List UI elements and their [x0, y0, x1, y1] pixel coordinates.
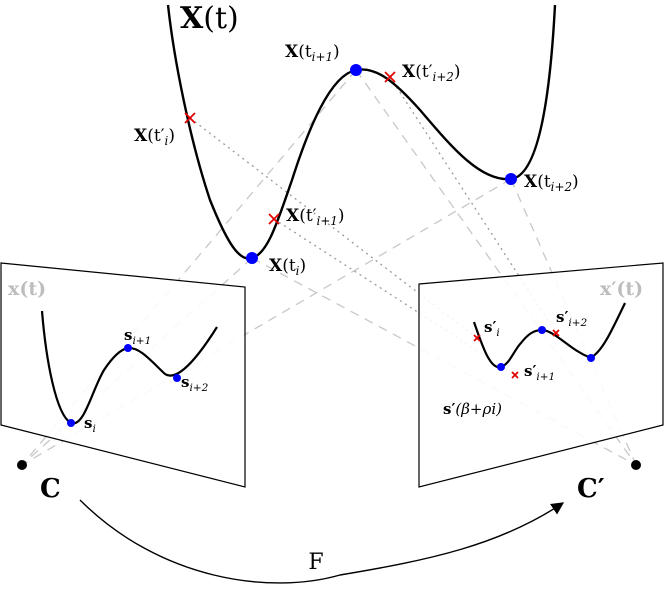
- label-spi1: s′i+1: [524, 362, 556, 383]
- label-xti1: X(ti+1): [285, 42, 340, 65]
- left-image-curve: [40, 310, 218, 425]
- label-xtpi1: X(t′i+1): [286, 206, 345, 229]
- label-si1: si+1: [124, 326, 152, 347]
- label-xtpi2: X(t′i+2): [402, 62, 461, 85]
- transform-label: F: [308, 550, 324, 575]
- cross-xtpi: [184, 112, 196, 124]
- left-image-plane: [0, 262, 246, 488]
- transform-arrow: [79, 499, 565, 584]
- camera-label-left: C: [40, 474, 61, 504]
- point-si2: [173, 374, 181, 382]
- left-image-title: x(t): [8, 278, 47, 300]
- point-xti1: [350, 64, 362, 76]
- ray-xti1-left: [21, 69, 357, 466]
- right-image-title: x′(t): [600, 278, 644, 300]
- label-si2: si+2: [181, 373, 209, 394]
- world-curve-label: X(t): [180, 1, 239, 36]
- label-spi2: s′i+2: [556, 308, 588, 329]
- label-spi: s′i: [484, 318, 500, 339]
- right-image-plane: [418, 262, 664, 488]
- cross-spi2: [552, 329, 560, 337]
- cross-xtpi2: [384, 71, 396, 83]
- point-si1: [124, 344, 132, 352]
- point-right-third: [587, 354, 595, 362]
- cross-spi: [473, 334, 481, 342]
- world-curve: [166, 4, 557, 260]
- label-si: si: [84, 414, 96, 435]
- point-sbeta: [497, 363, 505, 371]
- label-xti2: X(ti+2): [524, 172, 579, 195]
- point-spi2-blue: [538, 326, 546, 334]
- point-si: [67, 419, 75, 427]
- cross-xtpi1: [268, 213, 280, 225]
- label-sbeta: s′(β+ρi): [443, 400, 502, 418]
- label-xti: X(ti): [269, 256, 307, 279]
- label-xtpi: X(t′i): [134, 126, 175, 149]
- ray-xti-right: [251, 257, 637, 466]
- point-xti: [246, 252, 258, 264]
- camera-label-right: C′: [577, 474, 605, 504]
- point-xti2: [505, 173, 517, 185]
- camera-center-left: [17, 460, 27, 470]
- camera-center-right: [631, 460, 641, 470]
- cross-spi1: [511, 371, 519, 379]
